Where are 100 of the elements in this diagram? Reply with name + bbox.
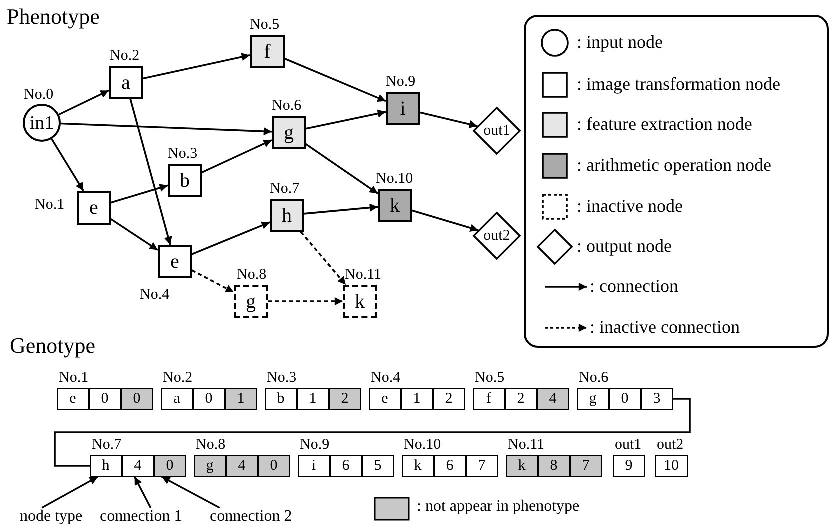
legend-text: : image transformation node [577, 75, 780, 93]
node-number: No.8 [237, 268, 267, 283]
gene-cell: f [473, 388, 505, 410]
gene-cell: g [577, 388, 609, 410]
input-node-circle: in1 [23, 104, 61, 142]
node-number: No.11 [345, 268, 382, 283]
gene-cell: 6 [330, 455, 362, 477]
gene-number: No.1 [59, 371, 89, 386]
gene-cell: 2 [433, 388, 465, 410]
unused-gene-cell: 7 [570, 455, 602, 477]
inactive-node: k [343, 285, 377, 318]
arrow [305, 143, 379, 195]
node-number: No.2 [110, 49, 140, 64]
legend-text: : input node [577, 33, 663, 51]
dashed-arrow [268, 297, 343, 306]
gene-cell: 0 [89, 388, 121, 410]
legend-text: : not appear in phenotype [417, 499, 580, 515]
gene-cell: 10 [655, 455, 688, 477]
output-node-diamond: out1 [473, 107, 521, 155]
gene-number: out1 [615, 438, 642, 453]
arrow [420, 112, 478, 128]
arrow [284, 58, 386, 102]
node-number: No.6 [272, 99, 302, 114]
gene-number: out2 [657, 438, 684, 453]
unused-gene-cell: 4 [226, 455, 258, 477]
gene-cell: 1 [297, 388, 329, 410]
arrow [110, 184, 168, 204]
gene-cell: 1 [401, 388, 433, 410]
arrow [162, 476, 220, 509]
unused-gene-cell: 1 [225, 388, 257, 410]
unused-gene-cell: 0 [121, 388, 153, 410]
annotation-text: connection 1 [100, 508, 182, 525]
gene-cell: 6 [434, 455, 466, 477]
unused-gene-cell: k [506, 455, 538, 477]
unused-gene-cell: 0 [258, 455, 290, 477]
arrow [134, 476, 152, 508]
legend-text: : connection [590, 277, 678, 295]
node-number: No.4 [140, 288, 170, 303]
transformation-node: e [158, 245, 192, 278]
node-number: No.1 [35, 198, 65, 213]
legend-text: : inactive node [577, 197, 683, 215]
unused-gene-cell: g [194, 455, 226, 477]
arrow [58, 90, 110, 116]
arrow [306, 110, 386, 130]
arrow [202, 140, 272, 174]
arrow [51, 138, 84, 192]
gene-cell: e [369, 388, 401, 410]
feature-node: f [250, 35, 285, 68]
arrow [110, 218, 158, 252]
gene-number: No.10 [404, 438, 442, 453]
transformation-node: e [77, 191, 111, 225]
gene-cell: 0 [609, 388, 641, 410]
output-node-diamond: out2 [473, 212, 521, 260]
dashed-arrow [300, 231, 347, 286]
arrow [192, 222, 270, 256]
arithmetic-node: k [378, 189, 412, 222]
node-number: No.10 [376, 172, 414, 187]
legend-text: : feature extraction node [577, 115, 752, 133]
arrow [412, 210, 479, 232]
connector-line [54, 398, 691, 467]
gene-number: No.5 [475, 371, 505, 386]
gene-number: No.6 [579, 371, 609, 386]
node-number: No.3 [168, 147, 198, 162]
feature-node: g [272, 116, 306, 149]
gene-cell: 9 [613, 455, 645, 477]
legend-text: : inactive connection [590, 318, 740, 336]
gene-cell: 4 [122, 455, 154, 477]
gene-number: No.8 [196, 438, 226, 453]
annotation-text: node type [20, 508, 83, 525]
dashed-arrow [192, 270, 234, 294]
section-heading: Genotype [10, 335, 96, 357]
unused-gene-cell: 0 [154, 455, 186, 477]
gene-cell: 7 [466, 455, 498, 477]
gene-number: No.7 [92, 438, 122, 453]
arrow [142, 53, 250, 80]
node-number: No.7 [270, 182, 300, 197]
gene-cell: 0 [193, 388, 225, 410]
gene-cell: 3 [641, 388, 673, 410]
node-number: No.0 [24, 88, 54, 103]
arithmetic-node: i [386, 92, 420, 125]
node-number: No.9 [386, 75, 416, 90]
transformation-node: a [109, 66, 143, 99]
gene-number: No.2 [163, 371, 193, 386]
gene-cell: k [402, 455, 434, 477]
legend-text: : arithmetic operation node [577, 156, 772, 174]
annotation-text: connection 2 [210, 508, 292, 525]
unused-gene-cell: 8 [538, 455, 570, 477]
gene-number: No.4 [371, 371, 401, 386]
gene-cell: e [57, 388, 89, 410]
gene-number: No.3 [267, 371, 297, 386]
gene-cell: a [161, 388, 193, 410]
gene-cell: h [90, 455, 122, 477]
gene-cell: b [265, 388, 297, 410]
arrow [130, 98, 172, 246]
inactive-node: g [234, 285, 268, 318]
arrow [42, 476, 98, 509]
feature-node: h [270, 199, 304, 232]
transformation-node: b [168, 164, 202, 197]
gene-number: No.11 [508, 438, 545, 453]
unused-gene-cell: 2 [329, 388, 361, 410]
